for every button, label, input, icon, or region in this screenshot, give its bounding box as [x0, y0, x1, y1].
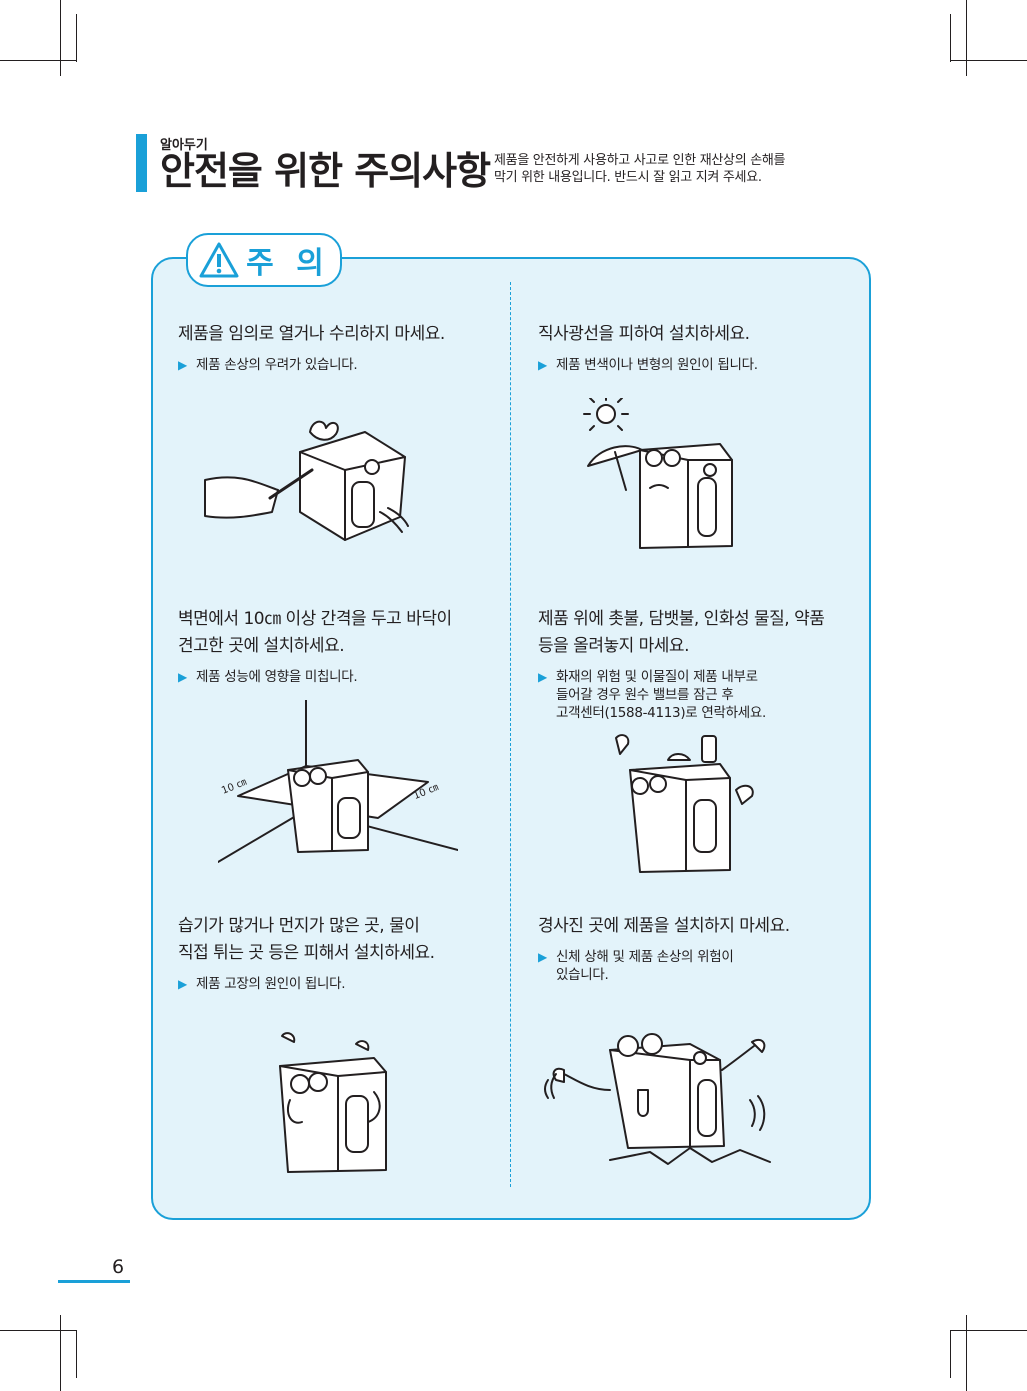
crop-mark — [0, 1330, 76, 1331]
bullet-arrow-icon: ▶ — [178, 670, 187, 684]
page-number: 6 — [112, 1256, 125, 1278]
item-note: ▶ 제품 변색이나 변형의 원인이 됩니다. — [538, 356, 868, 374]
note-line: 제품 변색이나 변형의 원인이 됩니다. — [556, 357, 758, 373]
bullet-arrow-icon: ▶ — [538, 670, 547, 684]
item-title: 제품을 임의로 열거나 수리하지 마세요. — [178, 324, 445, 344]
crop-mark — [76, 1330, 77, 1378]
crop-mark — [966, 0, 967, 76]
note-line: 신체 상해 및 제품 손상의 위험이 — [556, 949, 734, 965]
crop-mark — [951, 60, 1027, 61]
crop-mark — [60, 1315, 61, 1391]
bullet-arrow-icon: ▶ — [538, 358, 547, 372]
crop-mark — [76, 14, 77, 62]
illustration-slope — [544, 1033, 771, 1165]
item-note: ▶ 제품 고장의 원인이 됩니다. — [178, 975, 508, 993]
caution-item: 직사광선을 피하여 설치하세요. ▶ 제품 변색이나 변형의 원인이 됩니다. — [538, 321, 868, 374]
warning-triangle-icon — [199, 242, 239, 278]
section-kicker: 알아두기 — [160, 138, 208, 153]
item-note: ▶ 제품 성능에 영향을 미칩니다. — [178, 668, 508, 686]
illustration-clearance: 10 ㎝ 10 ㎝ — [218, 700, 458, 863]
note-line: 있습니다. — [556, 967, 609, 983]
section-accent-bar — [136, 134, 147, 192]
crop-mark — [950, 1330, 951, 1378]
caution-panel — [151, 257, 871, 1220]
column-divider — [510, 282, 511, 1187]
caution-item: 경사진 곳에 제품을 설치하지 마세요. ▶ 신체 상해 및 제품 손상의 위험… — [538, 913, 868, 984]
intro-line: 제품을 안전하게 사용하고 사고로 인한 재산상의 손해를 — [494, 153, 786, 168]
note-line: 화재의 위험 및 이물질이 제품 내부로 — [556, 669, 758, 685]
crop-mark — [0, 60, 76, 61]
illustration-flammables — [615, 734, 754, 873]
page-title: 안전을 위한 주의사항 — [160, 149, 491, 193]
intro-text: 제품을 안전하게 사용하고 사고로 인한 재산상의 손해를 막기 위한 내용입니… — [494, 152, 854, 186]
bullet-arrow-icon: ▶ — [178, 977, 187, 991]
bullet-arrow-icon: ▶ — [178, 358, 187, 372]
note-line: 제품 손상의 우려가 있습니다. — [196, 357, 358, 373]
crop-mark — [951, 1330, 1027, 1331]
item-title: 경사진 곳에 제품을 설치하지 마세요. — [538, 916, 790, 936]
crop-mark — [60, 0, 61, 76]
item-title: 직사광선을 피하여 설치하세요. — [538, 324, 750, 344]
item-note: ▶ 화재의 위험 및 이물질이 제품 내부로 들어갈 경우 원수 밸브를 잠근 … — [538, 668, 868, 722]
note-line: 들어갈 경우 원수 밸브를 잠근 후 — [556, 687, 734, 703]
item-note: ▶ 제품 손상의 우려가 있습니다. — [178, 356, 508, 374]
caution-label: 주 의 — [246, 246, 330, 281]
illustration-humidity — [279, 1032, 387, 1173]
illustration-sunlight — [583, 398, 733, 549]
bullet-arrow-icon: ▶ — [538, 950, 547, 964]
note-line: 제품 성능에 영향을 미칩니다. — [196, 669, 358, 685]
crop-mark — [950, 14, 951, 62]
crop-mark — [966, 1315, 967, 1391]
illustration-disassembly — [204, 420, 409, 541]
page-number-rule — [58, 1280, 130, 1283]
item-note: ▶ 신체 상해 및 제품 손상의 위험이 있습니다. — [538, 948, 868, 984]
intro-line: 막기 위한 내용입니다. 반드시 잘 읽고 지켜 주세요. — [494, 170, 762, 185]
caution-item: 제품을 임의로 열거나 수리하지 마세요. ▶ 제품 손상의 우려가 있습니다. — [178, 321, 508, 374]
note-line: 제품 고장의 원인이 됩니다. — [196, 976, 346, 992]
caution-badge: 주 의 — [186, 233, 342, 287]
note-line: 고객센터(1588-4113)로 연락하세요. — [556, 705, 767, 721]
